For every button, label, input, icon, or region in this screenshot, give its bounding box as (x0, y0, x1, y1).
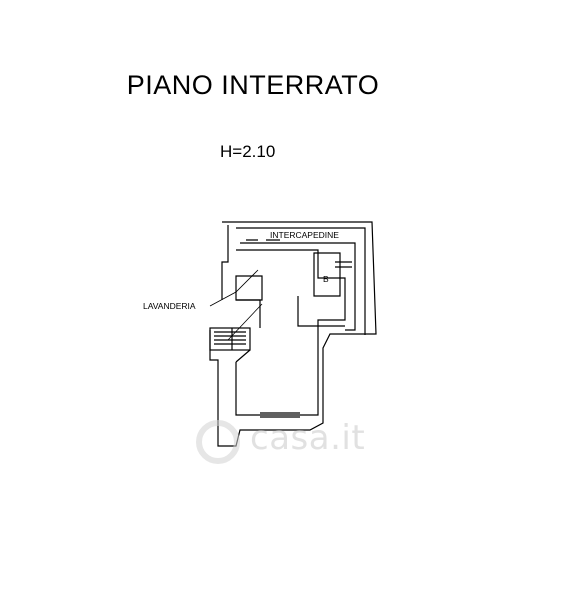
main-room-wall (235, 249, 346, 416)
window-mark (260, 412, 300, 418)
room-b-wall (313, 252, 341, 297)
stair-steps (214, 328, 246, 350)
room-b-label: B (323, 274, 329, 284)
left-wall (221, 225, 229, 300)
stair-wall (235, 299, 261, 363)
intercapedine-label: INTERCAPEDINE (270, 230, 339, 240)
watermark: casa.it (250, 418, 366, 458)
watermark-logo-icon (196, 420, 240, 464)
intercapedine-outer-wall (236, 227, 366, 335)
stair-leader (227, 303, 263, 341)
partition-wall (297, 296, 345, 327)
staircase (209, 327, 251, 351)
ceiling-height-label: H=2.10 (220, 142, 276, 161)
wall-tick (335, 261, 352, 268)
lavanderia-leader (209, 269, 259, 307)
drawing-title: PIANO INTERRATO (126, 70, 380, 100)
lavanderia-label: LAVANDERIA (143, 301, 196, 311)
intercapedine-inner-wall (240, 242, 356, 331)
